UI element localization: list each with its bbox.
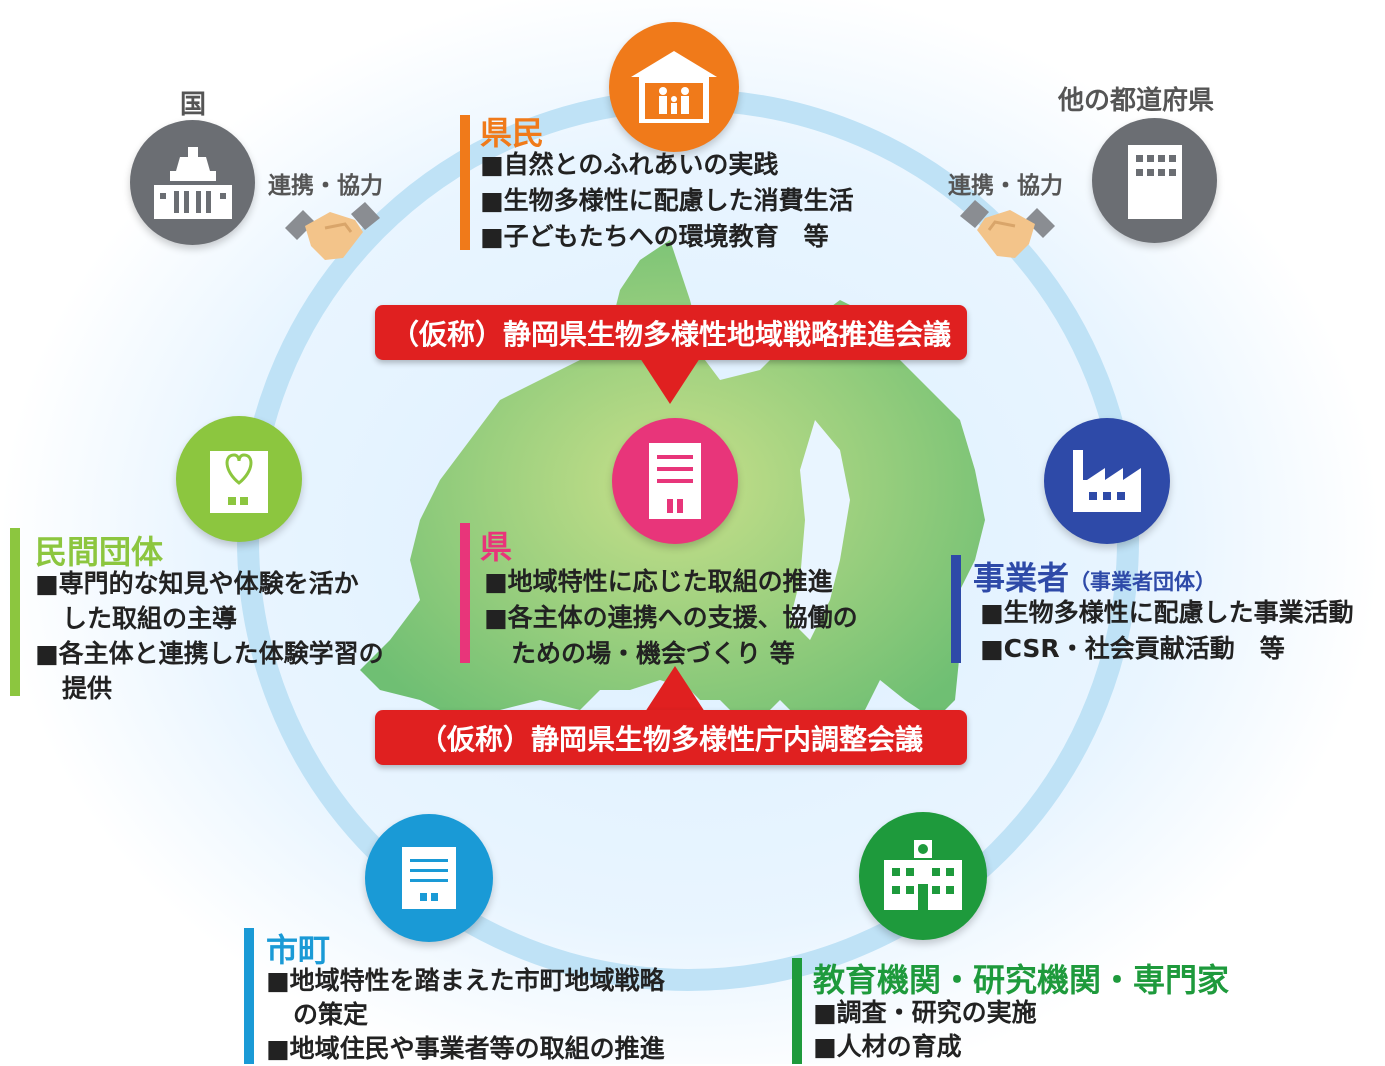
national-cooperation-label: 連携・協力 <box>268 173 383 199</box>
prefecture-circle <box>612 418 738 544</box>
education-circle <box>859 812 987 940</box>
list-item: ■調査・研究の実施 <box>813 998 1037 1027</box>
handshake-icon <box>960 200 1055 258</box>
prefecture-list: ■地域特性に応じた取組の推進 ■各主体の連携への支援、協働の ための場・機会づく… <box>484 564 858 672</box>
list-item: の策定 <box>293 1000 369 1029</box>
office-building-icon <box>1127 144 1182 219</box>
municipalities-list: ■地域特性を踏まえた市町地域戦略 の策定 ■地域住民や事業者等の取組の推進 <box>266 964 665 1066</box>
promotion-council-banner: （仮称）静岡県生物多様性地域戦略推進会議 <box>375 305 967 360</box>
coordination-council-pointer <box>645 666 705 712</box>
list-item: ■各主体と連携した体験学習の <box>35 639 384 668</box>
education-title: 教育機関・研究機関・専門家 <box>813 961 1230 999</box>
municipalities-circle <box>365 814 493 942</box>
list-item: ■地域住民や事業者等の取組の推進 <box>266 1034 665 1063</box>
house-family-icon <box>631 51 717 123</box>
education-bar <box>792 958 802 1064</box>
list-item: ■地域特性に応じた取組の推進 <box>484 567 833 596</box>
residents-circle <box>609 22 739 152</box>
private-orgs-title: 民間団体 <box>35 533 164 571</box>
other-prefectures-circle <box>1092 118 1217 243</box>
residents-title: 県民 <box>480 114 545 152</box>
businesses-bar <box>951 555 961 663</box>
residents-bar <box>460 115 470 250</box>
private-orgs-bar <box>10 528 20 696</box>
other-prefectures-label: 他の都道府県 <box>1058 86 1215 116</box>
list-item: ■生物多様性に配慮した消費生活 <box>480 186 854 215</box>
list-item: ■地域特性を踏まえた市町地域戦略 <box>266 966 665 995</box>
promotion-council-pointer <box>640 358 700 404</box>
municipal-office-icon <box>402 847 456 909</box>
businesses-circle <box>1044 418 1170 544</box>
residents-list: ■自然とのふれあいの実践 ■生物多様性に配慮した消費生活 ■子どもたちへの環境教… <box>480 147 854 255</box>
handshake-icon <box>285 202 380 260</box>
parliament-icon <box>153 146 232 219</box>
factory-icon <box>1073 450 1141 512</box>
list-item: ■子どもたちへの環境教育 等 <box>480 222 829 251</box>
list-item: ■専門的な知見や体験を活か <box>35 569 359 598</box>
list-item: した取組の主導 <box>62 604 238 633</box>
national-label: 国 <box>180 90 207 120</box>
list-item: ■自然とのふれあいの実践 <box>480 150 779 179</box>
list-item: ■各主体の連携への支援、協働の <box>484 603 858 632</box>
businesses-title-main: 事業者 <box>973 559 1070 597</box>
prefectural-office-icon <box>649 443 701 519</box>
list-item: ■生物多様性に配慮した事業活動 <box>980 598 1354 627</box>
suruga-bay <box>790 420 850 640</box>
other-prefectures-cooperation-label: 連携・協力 <box>948 173 1063 199</box>
list-item: ■CSR・社会貢献活動 等 <box>980 634 1285 663</box>
municipalities-bar <box>244 928 254 1064</box>
list-item: ための場・機会づくり 等 <box>511 639 795 668</box>
private-orgs-list: ■専門的な知見や体験を活か した取組の主導 ■各主体と連携した体験学習の 提供 <box>35 566 384 706</box>
prefecture-title: 県 <box>480 528 513 566</box>
school-icon <box>884 840 962 910</box>
businesses-list: ■生物多様性に配慮した事業活動 ■CSR・社会貢献活動 等 <box>980 595 1354 667</box>
prefecture-bar <box>460 523 470 663</box>
businesses-subtitle: （事業者団体） <box>1069 570 1217 594</box>
businesses-title: 事業者（事業者団体） <box>973 553 1216 599</box>
national-circle <box>130 120 255 245</box>
coordination-council-banner: （仮称）静岡県生物多様性庁内調整会議 <box>375 710 967 765</box>
list-item: ■人材の育成 <box>813 1032 962 1061</box>
heart-handshake-icon <box>210 451 268 513</box>
private-orgs-circle <box>176 416 302 542</box>
education-list: ■調査・研究の実施 ■人材の育成 <box>813 996 1037 1064</box>
municipalities-title: 市町 <box>266 931 331 969</box>
list-item: 提供 <box>62 674 113 703</box>
